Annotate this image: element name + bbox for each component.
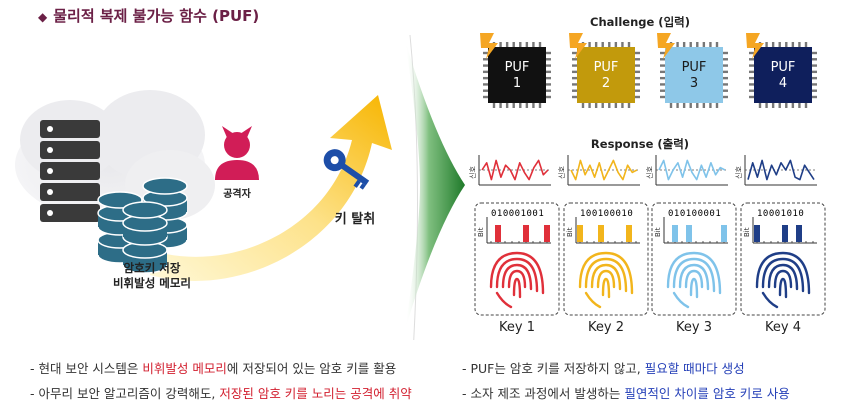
database-stack-icon [97,177,188,274]
signal-axis-label: 신호 [558,166,566,179]
key-box-2 [563,202,649,316]
puf-chip-1 [480,33,551,108]
diagram-title: ◆ 물리적 복제 불가능 함수 (PUF) [38,5,259,26]
bit-bar [672,225,678,242]
fingerprint-icon [578,251,634,309]
chip-label-line2: 2 [601,76,611,91]
chip-label-line2: 3 [689,76,699,91]
key-theft-label: 키 탈취 [334,212,376,227]
memory-label-line2: 비휘발성 메모리 [112,276,192,290]
note-right-1: - PUF는 암호 키를 저장하지 않고, 필요할 때마다 생성 [462,358,745,377]
bit-bar [721,225,727,242]
bit-string-4: 10001010 [757,209,805,219]
bit-bar [686,225,692,242]
attacker-label: 공격자 [223,189,251,200]
note-right-2-a: - 소자 제조 과정에서 발생하는 [462,386,625,401]
chip-label-line2: 1 [512,76,522,91]
key-icon [323,149,370,190]
bit-bar [523,225,529,242]
chip-label-line1: PUF [593,60,619,75]
bit-bar [495,225,501,242]
diamond-bullet-icon: ◆ [38,10,48,24]
lightning-icon [657,33,675,59]
note-left-1-c: 에 저장되어 있는 암호 키를 활용 [226,361,397,376]
bit-axis-label: Bit [566,227,574,238]
puf-chip-3 [657,33,728,108]
bit-axis-label: Bit [654,227,662,238]
bit-bar [626,225,632,242]
signal-plot-2 [567,155,640,186]
bit-axis-label: Bit [743,227,751,238]
challenge-title: Challenge (입력) [590,15,690,29]
note-left-1-b: 비휘발성 메모리 [142,361,227,376]
server-rack-icon [40,120,100,222]
signal-plot-1 [478,155,551,186]
title-text: 물리적 복제 불가능 함수 (PUF) [53,7,260,25]
fingerprint-icon [489,251,545,309]
attacker-icon [215,126,259,180]
left-illustration [15,34,418,340]
key-box-1 [474,202,560,316]
lightning-icon [480,33,498,59]
bit-bar [782,225,788,242]
note-right-2-b: 필연적인 차이를 암호 키로 사용 [624,386,790,401]
chip-label-line2: 4 [778,76,788,91]
note-left-1-a: - 현대 보안 시스템은 [30,361,143,376]
transition-arrow [405,40,465,330]
lightning-icon [569,33,587,59]
bit-axis-label: Bit [477,227,485,238]
response-title: Response (출력) [590,137,690,151]
puf-chip-4 [746,33,817,108]
signal-axis-label: 신호 [469,166,477,179]
key-label-2: Key 2 [588,320,624,335]
signal-axis-label: 신호 [646,166,654,179]
signal-plot-4 [744,155,817,186]
chip-label-line1: PUF [681,60,707,75]
bit-bar [544,225,550,242]
key-theft-arrow [150,95,392,281]
key-label-3: Key 3 [676,320,712,335]
bit-bar [754,225,760,242]
note-left-2-b: 저장된 암호 키를 노리는 공격에 취약 [219,386,412,401]
note-left-1: - 현대 보안 시스템은 비휘발성 메모리에 저장되어 있는 암호 키를 활용 [30,358,396,377]
signal-plot-3 [655,155,728,186]
bit-string-2: 100100010 [580,209,634,219]
note-left-2: - 아무리 보안 알고리즘이 강력해도, 저장된 암호 키를 노리는 공격에 취… [30,383,412,402]
bit-bar [796,225,802,242]
note-left-2-a: - 아무리 보안 알고리즘이 강력해도, [30,386,220,401]
bit-bar [598,225,604,242]
lightning-icon [746,33,764,59]
chip-label-line1: PUF [504,60,530,75]
key-label-1: Key 1 [499,320,535,335]
memory-label-line1: 암호키 저장 [123,261,181,275]
note-right-1-b: 필요할 때마다 생성 [644,361,745,376]
bit-bar [577,225,583,242]
key-box-4 [740,202,826,316]
signal-axis-label: 신호 [735,166,743,179]
bit-string-1: 010001001 [491,209,545,219]
puf-chip-2 [569,33,640,108]
bit-string-3: 010100001 [668,209,722,219]
key-box-3 [651,202,737,316]
fingerprint-icon [666,251,722,309]
note-right-1-a: - PUF는 암호 키를 저장하지 않고, [462,361,645,376]
key-label-4: Key 4 [765,320,801,335]
note-right-2: - 소자 제조 과정에서 발생하는 필연적인 차이를 암호 키로 사용 [462,383,790,402]
fingerprint-icon [755,251,811,309]
chip-label-line1: PUF [770,60,796,75]
